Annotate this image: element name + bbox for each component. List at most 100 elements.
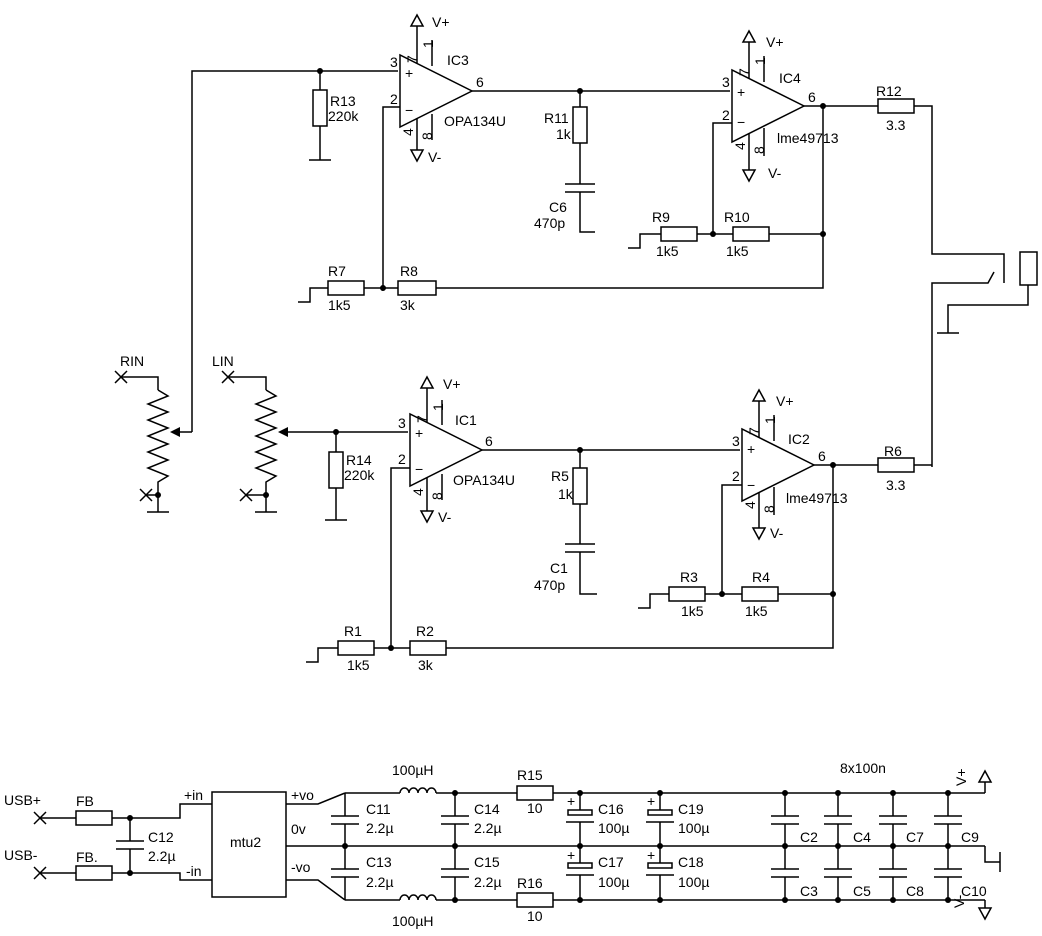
ic1-minus-sign: −	[415, 461, 423, 477]
c11-capacitor: C11 2.2µ	[331, 793, 394, 846]
r15-value: 10	[527, 800, 543, 816]
mtu2-pin-in-minus: -in	[186, 863, 202, 879]
ic2-pin7: 7	[746, 427, 762, 435]
r5-label: R5	[551, 468, 569, 484]
r13-label: R13	[330, 93, 356, 109]
c2-label: C2	[800, 829, 818, 845]
r4-resistor: R4 1k5	[741, 569, 833, 619]
ic3-opamp: + − 3 2 6 V+ 7 1 V- 4 8 IC3 OPA134U	[390, 14, 506, 165]
ic1-pin1: 1	[430, 403, 446, 411]
c1-capacitor: C1 470p	[534, 543, 597, 595]
ic1-vminus: V-	[438, 509, 452, 525]
r7-value: 1k5	[328, 297, 351, 313]
psu-vminus-symbol: V-	[951, 894, 992, 920]
ic2-plus-sign: +	[747, 441, 755, 457]
lin-terminal	[221, 370, 267, 390]
c13-capacitor: C13 2.2µ	[331, 846, 394, 900]
ic3-pin7: 7	[404, 55, 420, 63]
c12-label: C12	[148, 829, 174, 845]
r10-label: R10	[724, 209, 750, 225]
svg-text:+: +	[647, 847, 655, 863]
rin-label: RIN	[120, 353, 144, 369]
ic2-pin2: 2	[732, 468, 740, 484]
c6-label: C6	[549, 199, 567, 215]
rin-potentiometer	[139, 389, 192, 513]
r6-label: R6	[884, 443, 902, 459]
r8-resistor: R8 3k	[397, 234, 824, 313]
r3-label: R3	[680, 569, 698, 585]
c17-value: 100µ	[598, 874, 629, 890]
fb1-ferrite: FB	[75, 793, 113, 826]
mtu2-converter: mtu2 +in -in +vo 0v -vo	[184, 787, 314, 898]
c8-capacitor: C8	[879, 846, 924, 900]
c1-value: 470p	[534, 577, 565, 593]
c19-capacitor: + C19 100µ	[646, 793, 709, 846]
c18-label: C18	[678, 854, 704, 870]
ic1-pin6: 6	[485, 433, 493, 449]
ic3-plus-sign: +	[405, 65, 413, 81]
ic3-pin8: 8	[419, 132, 435, 140]
r10-value: 1k5	[726, 243, 749, 259]
r8-value: 3k	[400, 297, 416, 313]
ic2-pin3: 3	[732, 433, 740, 449]
svg-text:+: +	[567, 793, 575, 809]
r9-resistor: R9 1k5	[628, 209, 733, 259]
c12-capacitor: C12 2.2µ	[116, 818, 176, 873]
ic1-pin2: 2	[398, 451, 406, 467]
c11-label: C11	[366, 801, 391, 817]
ic4-pin6: 6	[808, 89, 816, 105]
l2-inductor: 100µH	[392, 894, 437, 929]
ic4-pin3: 3	[722, 74, 730, 90]
c5-label: C5	[853, 883, 871, 899]
mtu2-pin-vo-minus: -vo	[291, 859, 311, 875]
r11-label: R11	[544, 110, 569, 126]
c7-label: C7	[906, 829, 924, 845]
left-channel: R14 220k + − 3 2 6 V+ 7 1 V- 4 8 IC1 OPA…	[221, 370, 932, 673]
c18-value: 100µ	[678, 874, 709, 890]
ic2-pin4: 4	[742, 501, 758, 509]
c6-capacitor: C6 470p	[534, 183, 595, 233]
c14-label: C14	[474, 801, 500, 817]
r6-value: 3.3	[886, 477, 906, 493]
cap-bank-label: 8x100n	[840, 760, 886, 776]
r14-label: R14	[346, 452, 372, 468]
ic4-type: lme49713	[777, 130, 839, 146]
r2-label: R2	[416, 623, 434, 639]
ic4-pin1: 1	[752, 57, 768, 65]
psu-vminus-label: V-	[951, 894, 967, 908]
psu-vplus-label: V+	[953, 768, 969, 786]
ic3-pin3: 3	[390, 54, 398, 70]
c13-value: 2.2µ	[366, 874, 394, 890]
r13-resistor: R13 220k	[308, 89, 359, 161]
r7-label: R7	[328, 263, 346, 279]
ic4-pin8: 8	[751, 146, 767, 154]
r4-value: 1k5	[745, 603, 768, 619]
ic1-pin8: 8	[429, 492, 445, 500]
fb1-label: FB	[76, 793, 94, 809]
ic3-pin2: 2	[390, 91, 398, 107]
r1-label: R1	[344, 623, 362, 639]
r9-value: 1k5	[656, 243, 679, 259]
ic4-minus-sign: −	[737, 114, 745, 130]
r12-label: R12	[876, 83, 902, 99]
r2-value: 3k	[418, 657, 434, 673]
l2-value: 100µH	[392, 913, 434, 929]
ic4-neg-wire	[712, 122, 732, 234]
c4-label: C4	[853, 829, 871, 845]
r8-label: R8	[400, 263, 418, 279]
fb2-label: FB.	[76, 849, 98, 865]
ic4-vminus: V-	[768, 165, 782, 181]
r10-resistor: R10 1k5	[724, 209, 823, 259]
r5-value: 1k	[558, 486, 574, 502]
ic3-feedback-wire	[382, 106, 400, 288]
c1-label: C1	[550, 560, 568, 576]
ic2-vplus: V+	[776, 393, 794, 409]
c11-value: 2.2µ	[366, 820, 394, 836]
c17-label: C17	[598, 854, 624, 870]
mtu2-label: mtu2	[230, 834, 261, 850]
r3-value: 1k5	[681, 603, 704, 619]
c10-label: C10	[961, 883, 987, 899]
c3-label: C3	[800, 883, 818, 899]
r12-resistor: R12 3.3	[876, 83, 1005, 283]
r14-value: 220k	[344, 467, 375, 483]
